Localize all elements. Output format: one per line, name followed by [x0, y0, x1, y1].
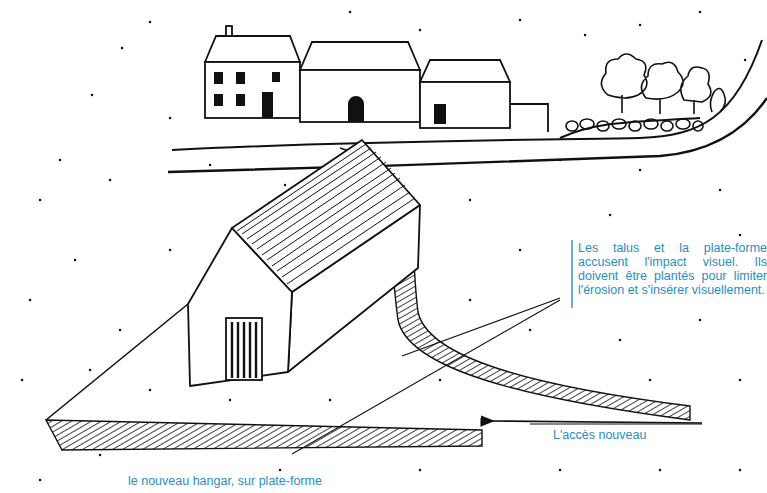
- trees: [601, 54, 725, 114]
- farmhouse-roof: [205, 36, 300, 62]
- leader-line: [292, 298, 560, 454]
- farmhouse-wall: [205, 62, 300, 118]
- shed-wall: [420, 82, 510, 128]
- access-arrow: [492, 421, 702, 423]
- chimney: [226, 26, 232, 36]
- hangar-roof: [232, 140, 420, 292]
- barn-roof: [300, 42, 420, 70]
- annotation-bar: [571, 240, 572, 308]
- annotation-note: Les talus et la plate-forme accusent l'i…: [578, 241, 767, 297]
- shed-roof: [420, 60, 510, 82]
- windows: [214, 72, 446, 124]
- access-underline: [530, 423, 702, 424]
- bottom-talus: [46, 420, 482, 450]
- hangar-caption: le nouveau hangar, sur plate-forme: [128, 474, 388, 488]
- road-branch: [560, 118, 700, 138]
- yard-wall: [510, 104, 548, 132]
- access-label: L'accès nouveau: [553, 428, 703, 442]
- door-bars: [232, 322, 256, 378]
- hangar-door: [226, 318, 262, 380]
- roof-sheeting: [237, 144, 415, 284]
